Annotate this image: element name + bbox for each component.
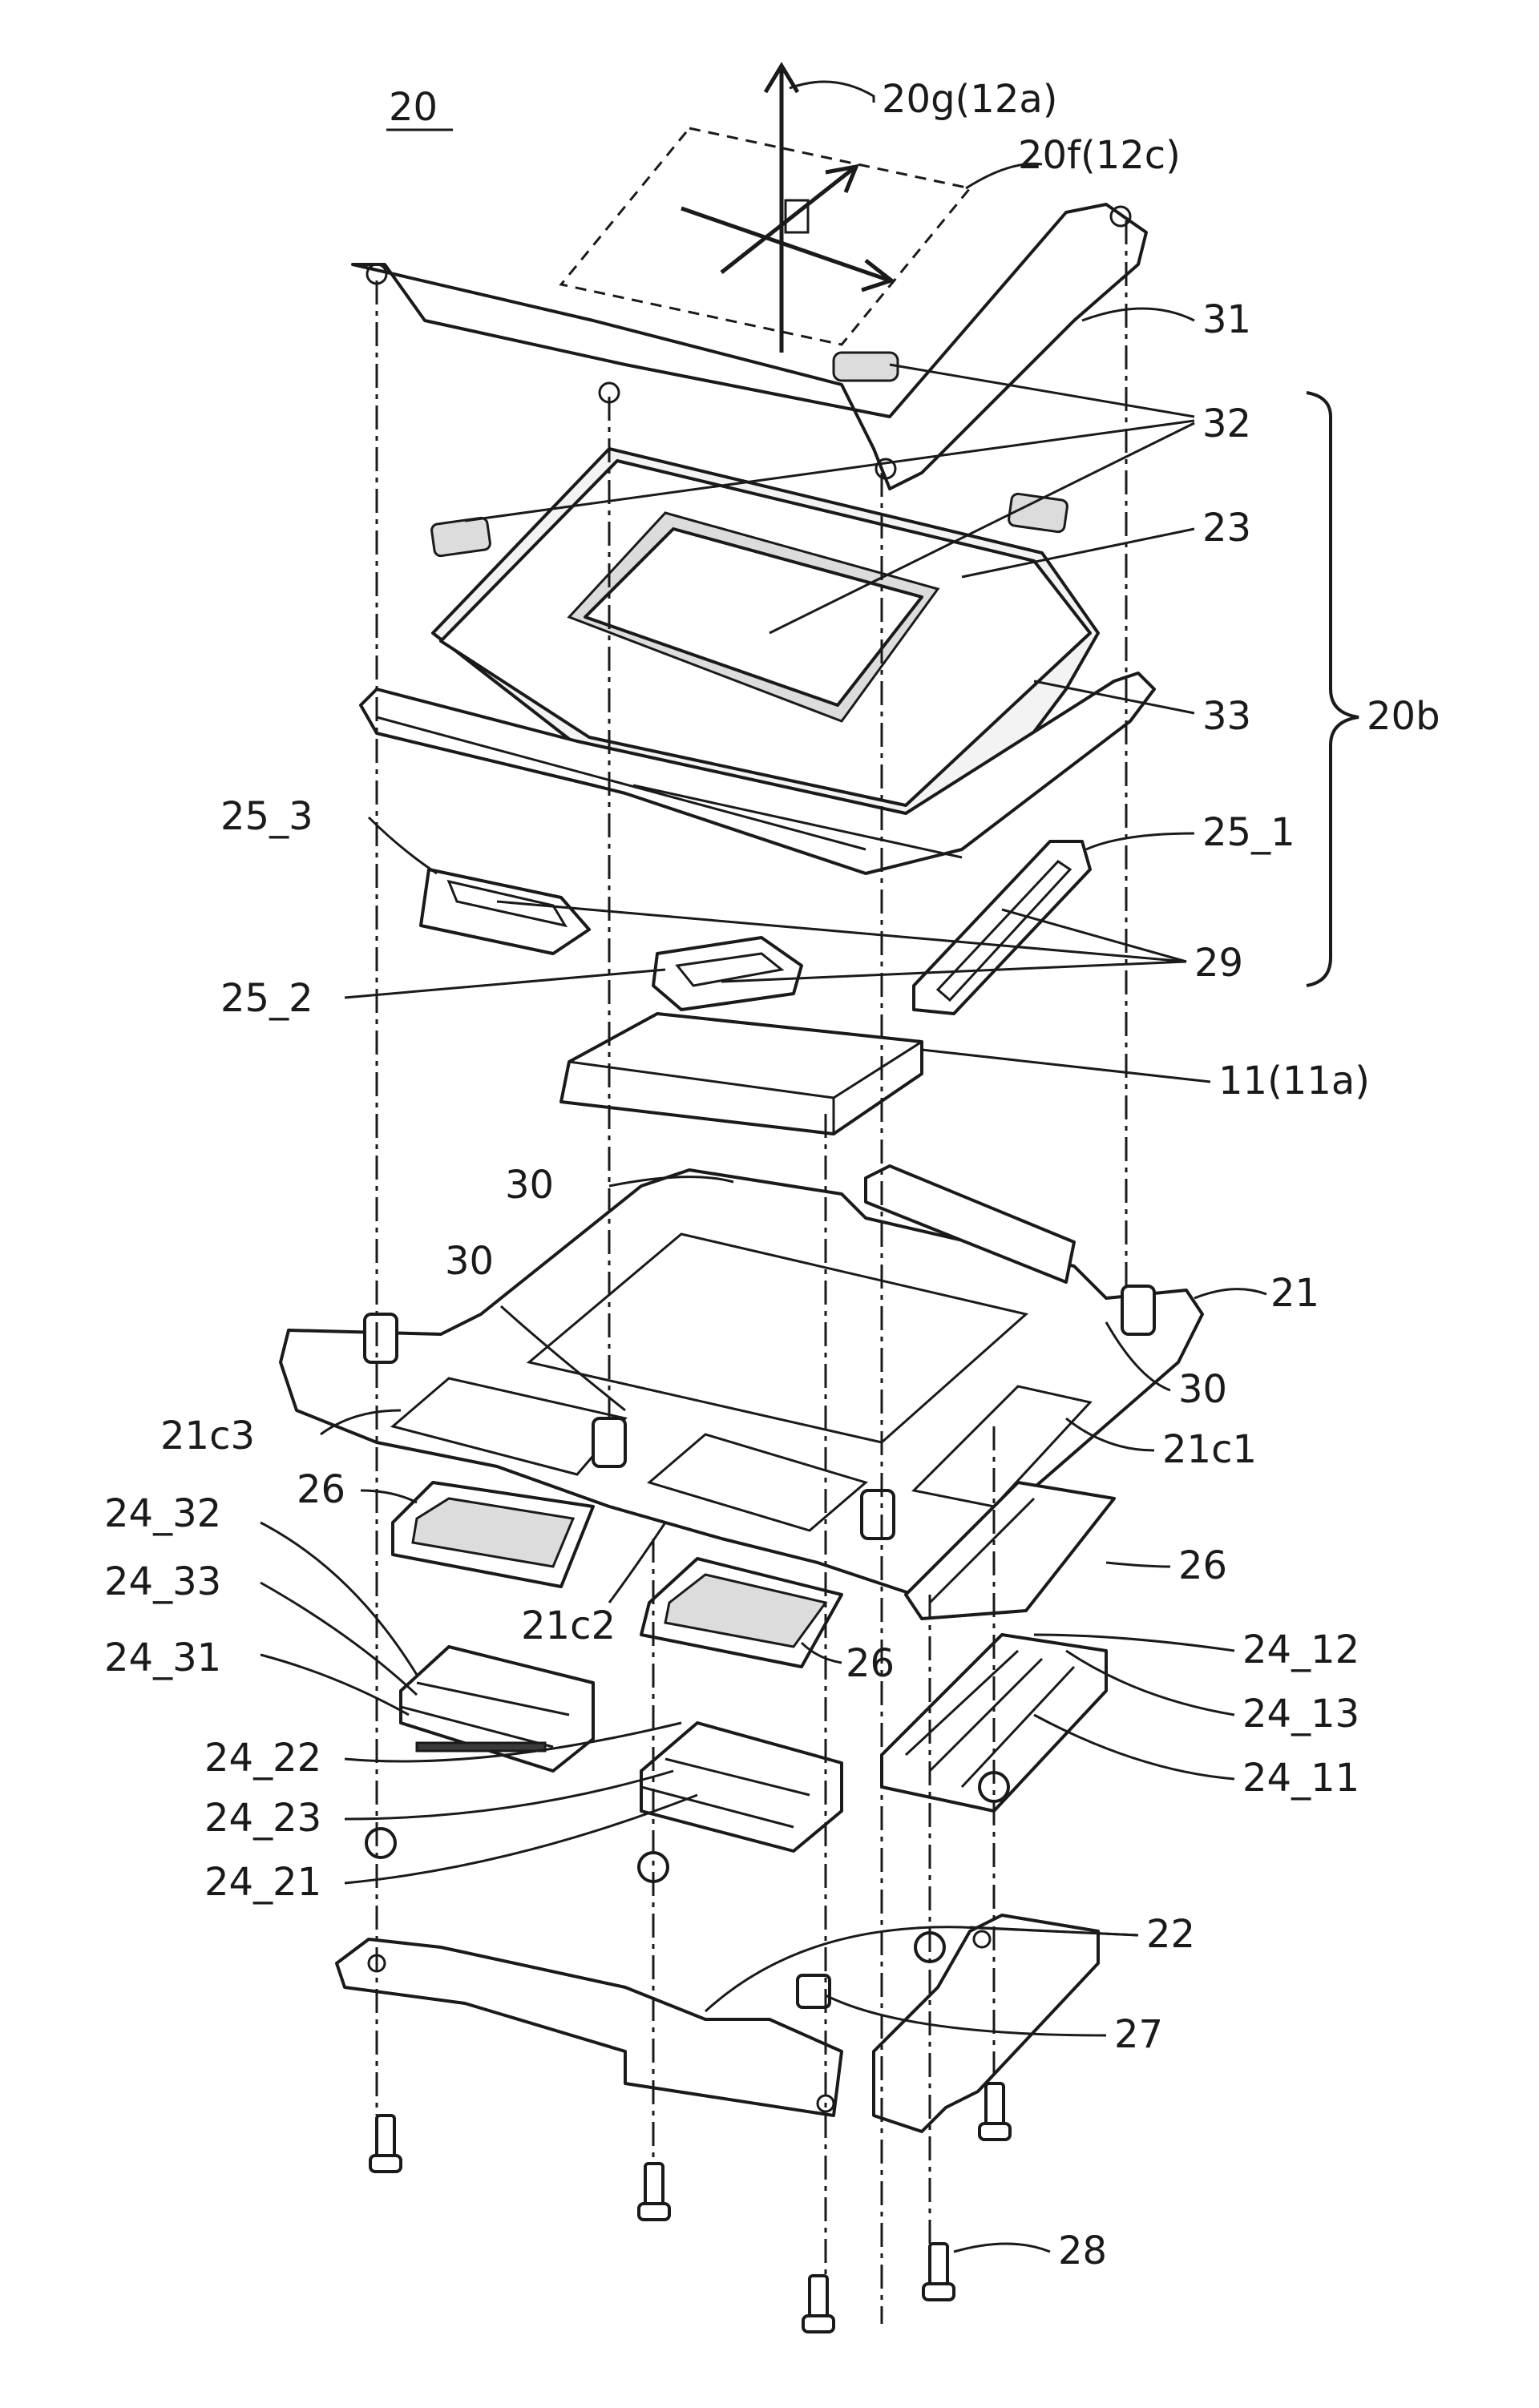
label-25-3: 25_3 bbox=[220, 794, 313, 839]
label-24-11: 24_11 bbox=[1242, 1756, 1359, 1801]
part-27-and-washers bbox=[365, 1771, 1010, 2009]
part-22-plate-right bbox=[872, 1914, 1100, 2133]
label-24-31: 24_31 bbox=[104, 1636, 221, 1680]
label-24-22: 24_22 bbox=[204, 1736, 321, 1781]
label-24-33: 24_33 bbox=[104, 1559, 221, 1604]
part-23-33-module bbox=[359, 447, 1156, 875]
label-29: 29 bbox=[1194, 941, 1243, 986]
part-21-posts bbox=[363, 1285, 1156, 1540]
label-24-12: 24_12 bbox=[1242, 1628, 1359, 1672]
label-21c3: 21c3 bbox=[160, 1414, 255, 1458]
reference-labels: 20g(12a) 20f(12c) 31 32 23 33 20b 25_3 2… bbox=[104, 77, 1440, 2273]
part-11-sensor-block bbox=[559, 1012, 923, 1135]
label-24-13: 24_13 bbox=[1242, 1692, 1359, 1736]
label-21: 21 bbox=[1270, 1271, 1319, 1316]
axis-indicator bbox=[559, 62, 972, 353]
label-22: 22 bbox=[1146, 1912, 1195, 1957]
label-24-32: 24_32 bbox=[104, 1491, 221, 1536]
part-26-frame-left bbox=[391, 1481, 595, 1588]
label-24-21: 24_21 bbox=[204, 1860, 321, 1905]
label-32: 32 bbox=[1202, 401, 1251, 446]
label-25-1: 25_1 bbox=[1202, 810, 1295, 855]
label-26-center: 26 bbox=[846, 1641, 895, 1686]
label-axis-f: 20f(12c) bbox=[1018, 133, 1181, 178]
label-24-23: 24_23 bbox=[204, 1796, 321, 1841]
label-axis-g: 20g(12a) bbox=[882, 77, 1058, 122]
brace-20b bbox=[1306, 391, 1359, 987]
part-21-base-plate bbox=[279, 1164, 1204, 1596]
part-22-plate-left bbox=[335, 1938, 843, 2117]
label-21c1: 21c1 bbox=[1162, 1427, 1257, 1472]
label-33: 33 bbox=[1202, 694, 1251, 739]
label-31: 31 bbox=[1202, 297, 1251, 342]
figure-number: 20 bbox=[389, 85, 438, 130]
axis-plane-dashed-frame bbox=[559, 127, 972, 346]
part-24-2x-stack bbox=[640, 1721, 843, 1853]
label-30-left: 30 bbox=[445, 1239, 494, 1284]
label-28: 28 bbox=[1058, 2229, 1107, 2273]
label-20b: 20b bbox=[1367, 694, 1440, 739]
leader-lines bbox=[260, 80, 1267, 2253]
part-24-3x-stack bbox=[399, 1645, 595, 1773]
label-23: 23 bbox=[1202, 506, 1251, 551]
label-25-2: 25_2 bbox=[220, 976, 313, 1021]
label-30-right: 30 bbox=[1178, 1367, 1227, 1412]
part-25-3-holder bbox=[419, 868, 591, 955]
label-26-right: 26 bbox=[1178, 1543, 1227, 1588]
part-26-frame-right bbox=[904, 1481, 1116, 1620]
label-27: 27 bbox=[1114, 2012, 1163, 2057]
label-21c2: 21c2 bbox=[521, 1603, 616, 1648]
part-31-top-frame bbox=[351, 203, 1148, 490]
label-30-top: 30 bbox=[505, 1163, 554, 1208]
label-26-left: 26 bbox=[297, 1467, 345, 1512]
part-25-2-holder bbox=[652, 936, 803, 1011]
part-26-frame-center bbox=[640, 1557, 843, 1668]
label-11: 11(11a) bbox=[1218, 1059, 1370, 1103]
